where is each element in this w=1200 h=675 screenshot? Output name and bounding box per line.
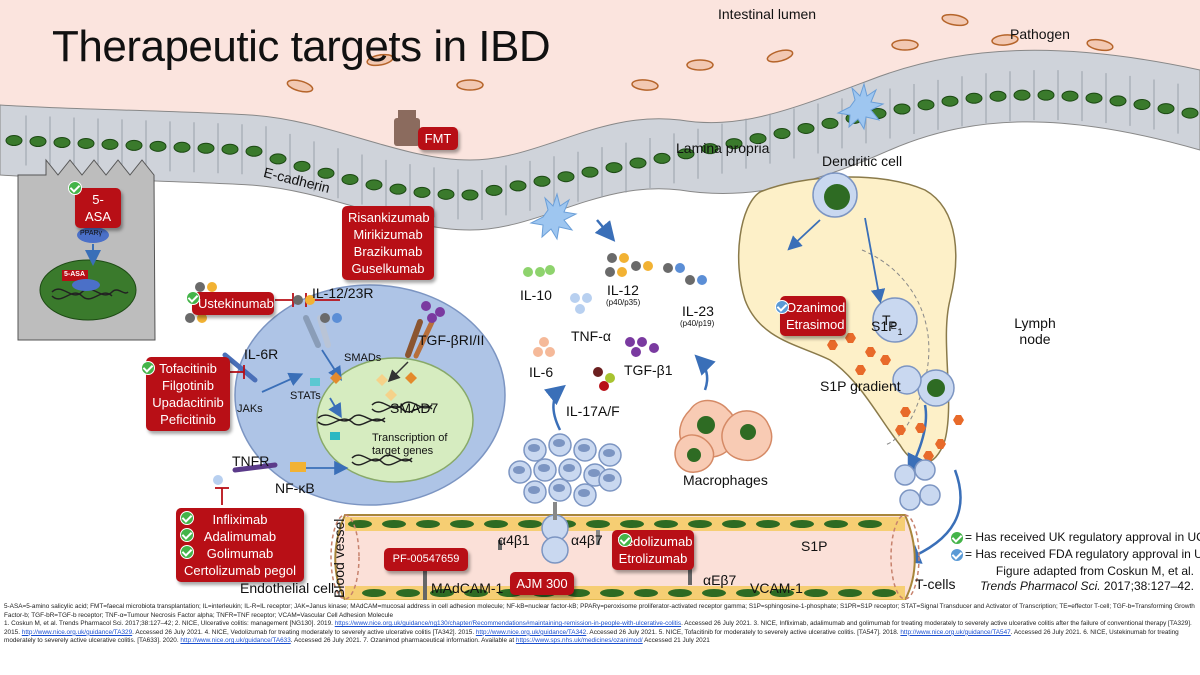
- label-5asa-nucleus: 5-ASA: [64, 271, 86, 278]
- label-smad7: SMAD7: [390, 400, 439, 416]
- label-il17: IL-17A/F: [566, 403, 620, 419]
- references: 1. Coskun M, et al. Trends Pharmacol Sci…: [4, 620, 1192, 645]
- label-s1p1: S1P1: [871, 318, 903, 337]
- label-ppar: PPARγ: [80, 230, 103, 237]
- uk-approval-icon: [68, 181, 82, 195]
- label-stats: STATs: [290, 390, 321, 402]
- drug-pf-00547659: PF-00547659: [384, 548, 468, 571]
- label-tgfb1: TGF-β1: [624, 362, 673, 378]
- epithelial-nuclei: [5, 70, 1199, 220]
- label-endothelial-cell: Endothelial cell: [240, 580, 335, 596]
- nucleus: [316, 357, 474, 483]
- uk-approval-icon: [180, 511, 194, 525]
- label-vcam: VCAM-1: [750, 580, 803, 596]
- label-smads: SMADs: [344, 352, 382, 364]
- label-a4b7: α4β7: [571, 532, 603, 548]
- label-s1p: S1P: [801, 538, 828, 554]
- drug-ustekinumab: Ustekinumab: [192, 292, 274, 315]
- label-il10: IL-10: [520, 287, 552, 303]
- macrophages-shape: [674, 399, 773, 473]
- reference-link[interactable]: http://www.nice.org.uk/guidance/TA547: [900, 628, 1011, 636]
- reference-link[interactable]: http://www.nice.org.uk/guidance/TA329: [21, 628, 133, 636]
- legend-uk: = Has received UK regulatory approval in…: [965, 530, 1200, 544]
- legend-fda: = Has received FDA regulatory approval i…: [965, 547, 1200, 561]
- label-il6r: IL-6R: [244, 346, 279, 362]
- label-transcription: Transcription of target genes: [372, 432, 448, 457]
- label-il6: IL-6: [529, 364, 554, 380]
- label-lamina-propria: Lamina propria: [676, 140, 770, 156]
- label-pathogen: Pathogen: [1010, 26, 1070, 42]
- uk-approval-icon: [141, 361, 155, 375]
- label-te: TE: [882, 312, 897, 331]
- abbreviations: 5-ASA=5-amino salicylic acid; FMT=faecal…: [4, 603, 1195, 619]
- label-jaks: JAKs: [237, 403, 263, 415]
- label-tgf-bri: TGF-βRI/II: [418, 332, 485, 348]
- footnote-references: 5-ASA=5-amino salicylic acid; FMT=faecal…: [4, 603, 1196, 646]
- uk-approval-icon: [180, 528, 194, 542]
- label-il12: IL-12: [607, 282, 639, 298]
- label-il23-sub: (p40/p19): [680, 319, 715, 328]
- t-cell-cluster: [508, 433, 941, 511]
- fmt-bottle-icon: [394, 110, 420, 146]
- lymph-node: [737, 176, 957, 464]
- pathogens: [286, 13, 1114, 93]
- label-il23: IL-23: [682, 303, 714, 319]
- label-il12-sub: (p40/p35): [606, 298, 641, 307]
- label-lymph-node: Lymph node: [1014, 315, 1056, 347]
- drug-ajm300: AJM 300: [510, 572, 574, 595]
- fda-approval-icon: [950, 548, 964, 562]
- label-s1p-gradient: S1P gradient: [820, 378, 901, 394]
- label-nfkb: NF-κB: [275, 480, 315, 496]
- figure-adapted-note: Figure adapted from Coskun M, et al. Tre…: [980, 564, 1194, 593]
- label-macrophages: Macrophages: [683, 472, 768, 488]
- label-dendritic-cell: Dendritic cell: [822, 153, 903, 169]
- lymph-node-cells: [892, 365, 955, 407]
- reference-link[interactable]: https://www.sps.nhs.uk/medicines/ozanimo…: [515, 637, 643, 645]
- reference-link[interactable]: http://www.nice.org.uk/guidance/TA633: [180, 637, 291, 645]
- label-aeb7: αEβ7: [703, 572, 737, 588]
- label-tnfr: TNFR: [232, 453, 270, 469]
- uk-approval-icon: [950, 531, 964, 545]
- label-tnfa: TNF-α: [571, 328, 611, 344]
- reference-link[interactable]: https://www.nice.org.uk/guidance/ng130/c…: [334, 620, 682, 628]
- uk-approval-icon: [186, 291, 200, 305]
- label-a4b1: α4β1: [498, 532, 530, 548]
- label-il12-23r: IL-12/23R: [312, 285, 374, 301]
- page-title: Therapeutic targets in IBD: [52, 22, 551, 71]
- uk-approval-icon: [618, 533, 632, 547]
- reference-link[interactable]: http://www.nice.org.uk/guidance/TA342: [475, 628, 587, 636]
- fda-approval-icon: [775, 300, 789, 314]
- label-intestinal-lumen: Intestinal lumen: [718, 6, 817, 22]
- label-madcam: MAdCAM-1: [431, 580, 504, 596]
- drug-fmt: FMT: [418, 127, 458, 150]
- uk-approval-icon: [180, 545, 194, 559]
- label-t-cells: T-cells: [915, 576, 956, 592]
- drug-5asa: 5-ASA: [75, 188, 121, 228]
